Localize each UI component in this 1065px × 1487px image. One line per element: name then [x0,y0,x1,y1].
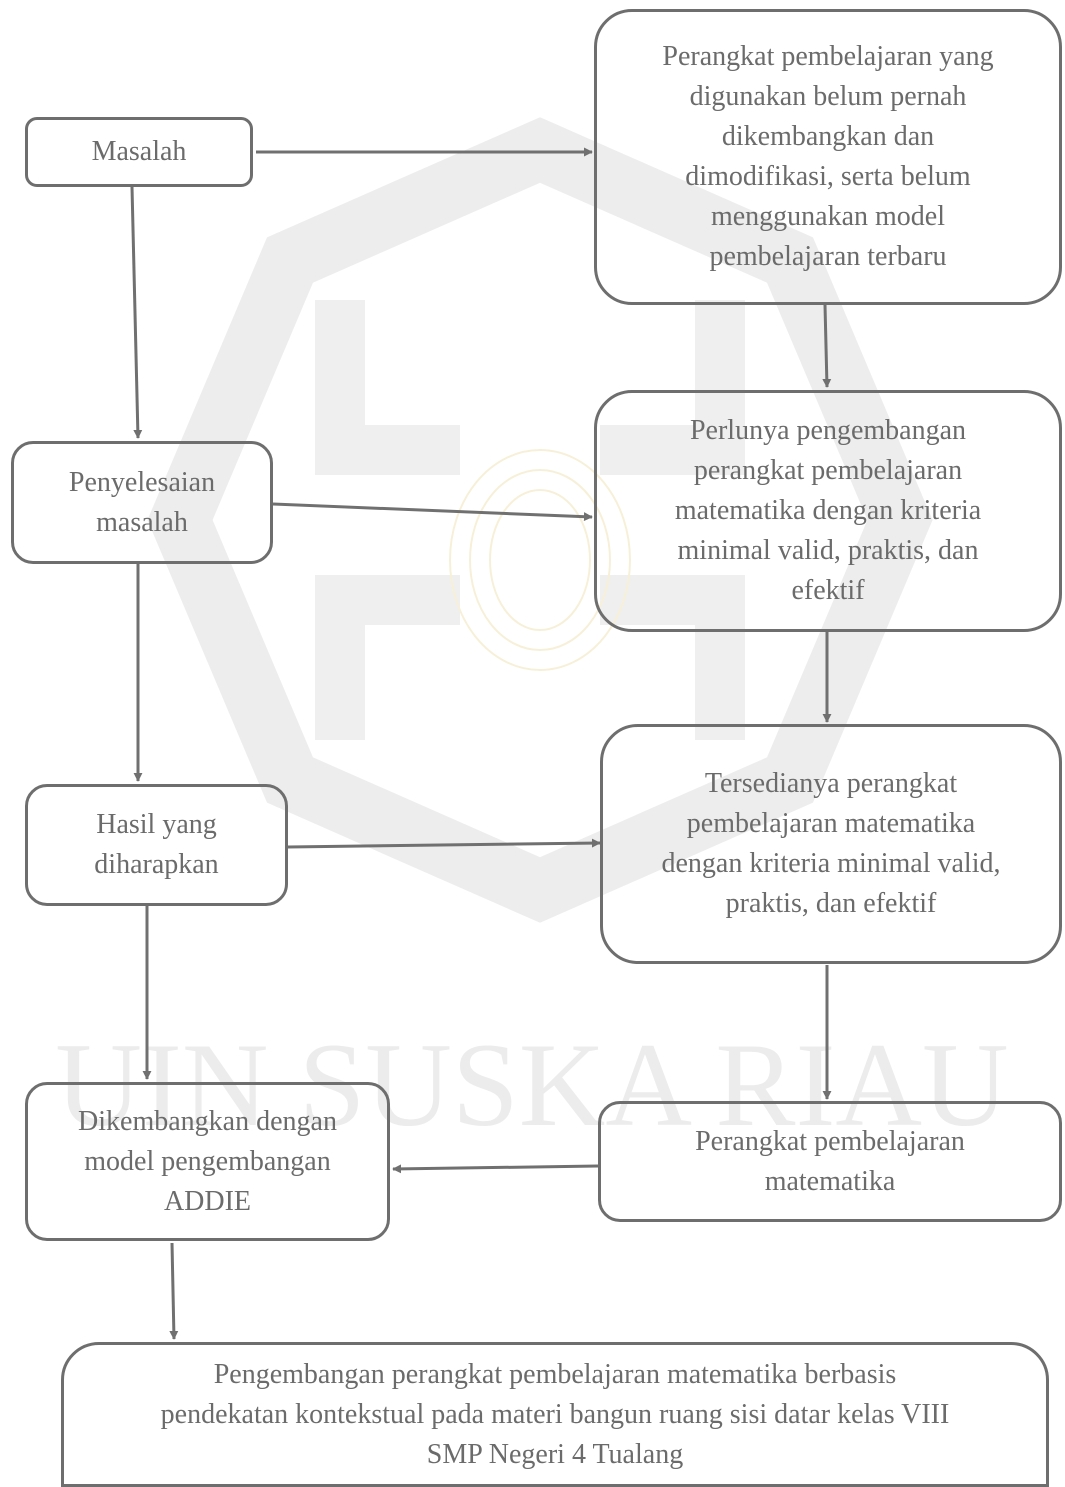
box-hasil-yang-diharapkan: Hasil yang diharapkan [25,784,288,906]
box-perangkat-pembelajaran-matematika-text: Perangkat pembelajaran matematika [695,1125,965,1197]
watermark-stroke-3 [315,575,460,740]
box-masalah-text: Masalah [91,136,187,167]
box-masalah: Masalah [25,117,253,187]
box-perlunya-pengembangan-text: Perlunya pengembangan perangkat pembelaj… [674,415,982,606]
arrow-perangkat-belum-to-perlunya [822,304,832,388]
box-perangkat-belum-dikembangkan-text: Perangkat pembelajaran yang digunakan be… [662,41,994,272]
watermark-seal-2 [469,469,611,651]
box-penyelesaian-masalah: Penyelesaian masalah [11,441,273,564]
box-perangkat-pembelajaran-matematika: Perangkat pembelajaran matematika [598,1101,1062,1222]
arrow-perangkat-mat-to-dikembangkan [392,1164,599,1174]
box-dikembangkan-addie-text: Dikembangkan dengan model pengembangan A… [78,1105,337,1217]
box-hasil-yang-diharapkan-text: Hasil yang diharapkan [94,809,219,880]
box-pengembangan-perangkat-final: Pengembangan perangkat pembelajaran mate… [61,1342,1049,1487]
arrow-dikembangkan-to-pengembangan [169,1242,179,1340]
watermark-stroke-1 [315,300,460,475]
box-perangkat-belum-dikembangkan: Perangkat pembelajaran yang digunakan be… [594,9,1062,305]
box-perlunya-pengembangan: Perlunya pengembangan perangkat pembelaj… [594,390,1062,632]
arrow-penyelesaian-to-perlunya [272,502,593,522]
watermark-seal-3 [489,489,591,631]
box-penyelesaian-masalah-text: Penyelesaian masalah [68,466,216,538]
arrow-hasil-to-tersedianya [287,838,601,849]
box-tersedianya-perangkat-text: Tersedianya perangkat pembelajaran matem… [661,768,1001,919]
arrow-masalah-to-penyelesaian [130,186,143,439]
box-pengembangan-perangkat-final-text: Pengembangan perangkat pembelajaran mate… [160,1358,950,1470]
box-dikembangkan-addie: Dikembangkan dengan model pengembangan A… [25,1082,390,1241]
box-tersedianya-perangkat: Tersedianya perangkat pembelajaran matem… [600,724,1062,964]
